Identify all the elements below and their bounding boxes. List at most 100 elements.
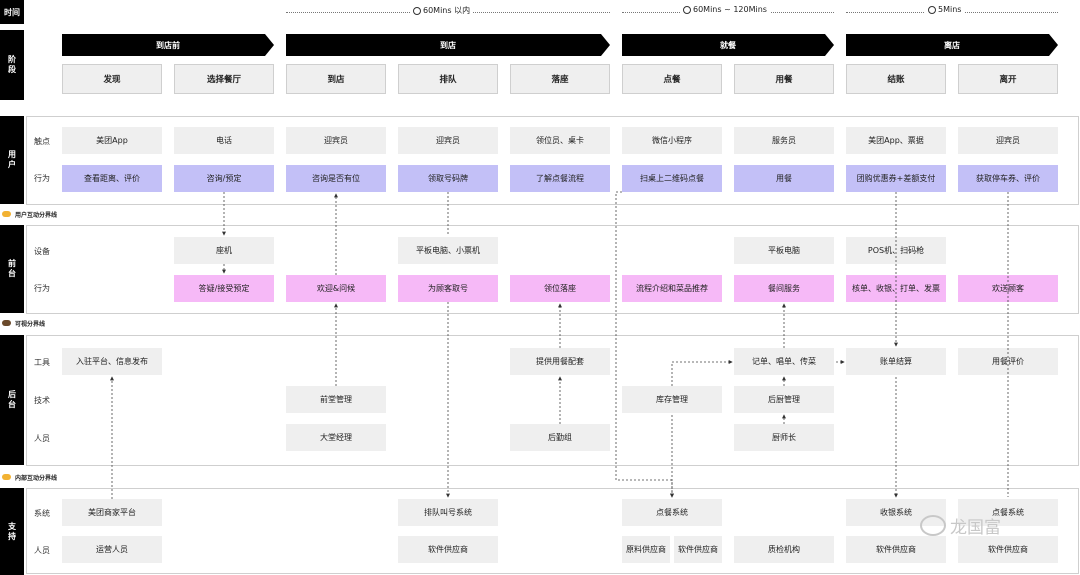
touchpoint-box: 服务员 (734, 127, 834, 154)
divider-label: 用户互动分界线 (15, 211, 58, 219)
phase-leaving: 离店 (846, 34, 1058, 56)
connector-order-kitchen (671, 360, 733, 386)
back-staff-row-label: 人员 (34, 434, 50, 443)
user-interaction-divider: 用户互动分界线 (0, 207, 57, 221)
back-staff-box: 厨师长 (734, 424, 834, 451)
front-action-box: 答疑/接受预定 (174, 275, 274, 302)
tech-box: 前堂管理 (286, 386, 386, 413)
device-row-label: 设备 (34, 247, 50, 256)
step-discover: 发现 (62, 64, 162, 94)
support-staff-box: 软件供应商 (398, 536, 498, 563)
touchpoint-row-label: 触点 (34, 137, 50, 146)
touchpoint-box: 微信小程序 (622, 127, 722, 154)
support-staff-box: 软件供应商 (674, 536, 722, 563)
system-box: 排队叫号系统 (398, 499, 498, 526)
front-lane-label: 前台 (0, 225, 24, 313)
step-leave: 离开 (958, 64, 1058, 94)
front-action-box: 为顾客取号 (398, 275, 498, 302)
system-box: 点餐系统 (958, 499, 1058, 526)
user-action-box: 扫桌上二维码点餐 (622, 165, 722, 192)
back-lane-label: 后台 (0, 335, 24, 465)
stage-row-label: 阶段 (0, 30, 24, 100)
eye-icon (2, 320, 11, 326)
clock-icon (683, 5, 691, 14)
support-staff-row-label: 人员 (34, 546, 50, 555)
handshake-icon (2, 211, 11, 217)
tech-row-label: 技术 (34, 396, 50, 405)
phase-before-arrival: 到店前 (62, 34, 274, 56)
support-lane-label: 支持 (0, 488, 24, 575)
tool-row-label: 工具 (34, 358, 50, 367)
divider-label: 可视分界线 (15, 320, 46, 328)
step-seat: 落座 (510, 64, 610, 94)
user-lane-label: 用户 (0, 116, 24, 204)
user-action-box: 查看距离、评价 (62, 165, 162, 192)
user-action-box: 咨询/预定 (174, 165, 274, 192)
support-staff-box: 软件供应商 (958, 536, 1058, 563)
phase-arrival: 到店 (286, 34, 610, 56)
user-action-box: 领取号码牌 (398, 165, 498, 192)
front-action-box: 餐间服务 (734, 275, 834, 302)
duration-leave: 5Mins (925, 5, 965, 14)
front-action-box: 欢迎&问候 (286, 275, 386, 302)
user-action-box: 了解点餐流程 (510, 165, 610, 192)
step-choose-restaurant: 选择餐厅 (174, 64, 274, 94)
duration-text: 5Mins (938, 5, 962, 14)
phase-dining: 就餐 (622, 34, 834, 56)
user-action-box: 获取停车券、评价 (958, 165, 1058, 192)
device-box: 座机 (174, 237, 274, 264)
clock-icon (413, 6, 421, 15)
touchpoint-box: 迎宾员 (958, 127, 1058, 154)
watermark-text: 龙国富 (950, 518, 1001, 538)
step-queue: 排队 (398, 64, 498, 94)
tool-box: 提供用餐配套 (510, 348, 610, 375)
front-action-row-label: 行为 (34, 284, 50, 293)
clock-icon (928, 5, 936, 14)
touchpoint-box: 迎宾员 (286, 127, 386, 154)
user-action-box: 用餐 (734, 165, 834, 192)
visible-divider: 可视分界线 (0, 316, 45, 330)
step-arrive: 到店 (286, 64, 386, 94)
duration-text: 60Mins ~ 120Mins (693, 5, 767, 14)
duration-dine: 60Mins ~ 120Mins (680, 5, 770, 14)
touchpoint-box: 美团App、票据 (846, 127, 946, 154)
duration-arrive: 60Mins 以内 (410, 5, 474, 16)
support-staff-box: 质检机构 (734, 536, 834, 563)
system-box: 美团商家平台 (62, 499, 162, 526)
front-action-box: 流程介绍和菜品推荐 (622, 275, 722, 302)
handshake-icon (2, 474, 11, 480)
front-action-box: 领位落座 (510, 275, 610, 302)
device-box: 平板电脑 (734, 237, 834, 264)
connector-order-loop (615, 191, 674, 498)
user-action-box: 咨询是否有位 (286, 165, 386, 192)
touchpoint-box: 迎宾员 (398, 127, 498, 154)
step-pay: 结账 (846, 64, 946, 94)
support-staff-box: 原料供应商 (622, 536, 670, 563)
internal-interaction-divider: 内部互动分界线 (0, 470, 57, 484)
tool-box: 记单、唱单、传菜 (734, 348, 834, 375)
tech-box: 后厨管理 (734, 386, 834, 413)
time-row-label: 时间 (0, 0, 24, 24)
system-row-label: 系统 (34, 509, 50, 518)
touchpoint-box: 领位员、桌卡 (510, 127, 610, 154)
touchpoint-box: 电话 (174, 127, 274, 154)
touchpoint-box: 美团App (62, 127, 162, 154)
support-staff-box: 软件供应商 (846, 536, 946, 563)
tech-box: 库存管理 (622, 386, 722, 413)
step-order: 点餐 (622, 64, 722, 94)
wechat-icon (920, 515, 946, 536)
user-action-box: 团购优惠券+差额支付 (846, 165, 946, 192)
device-box: 平板电脑、小票机 (398, 237, 498, 264)
step-dine: 用餐 (734, 64, 834, 94)
system-box: 点餐系统 (622, 499, 722, 526)
user-action-row-label: 行为 (34, 174, 50, 183)
divider-label: 内部互动分界线 (15, 474, 58, 482)
duration-text: 60Mins 以内 (423, 6, 471, 15)
tool-box: 账单结算 (846, 348, 946, 375)
back-staff-box: 大堂经理 (286, 424, 386, 451)
back-staff-box: 后勤组 (510, 424, 610, 451)
support-staff-box: 运营人员 (62, 536, 162, 563)
tool-box: 入驻平台、信息发布 (62, 348, 162, 375)
watermark: 龙国富 (920, 513, 1001, 538)
